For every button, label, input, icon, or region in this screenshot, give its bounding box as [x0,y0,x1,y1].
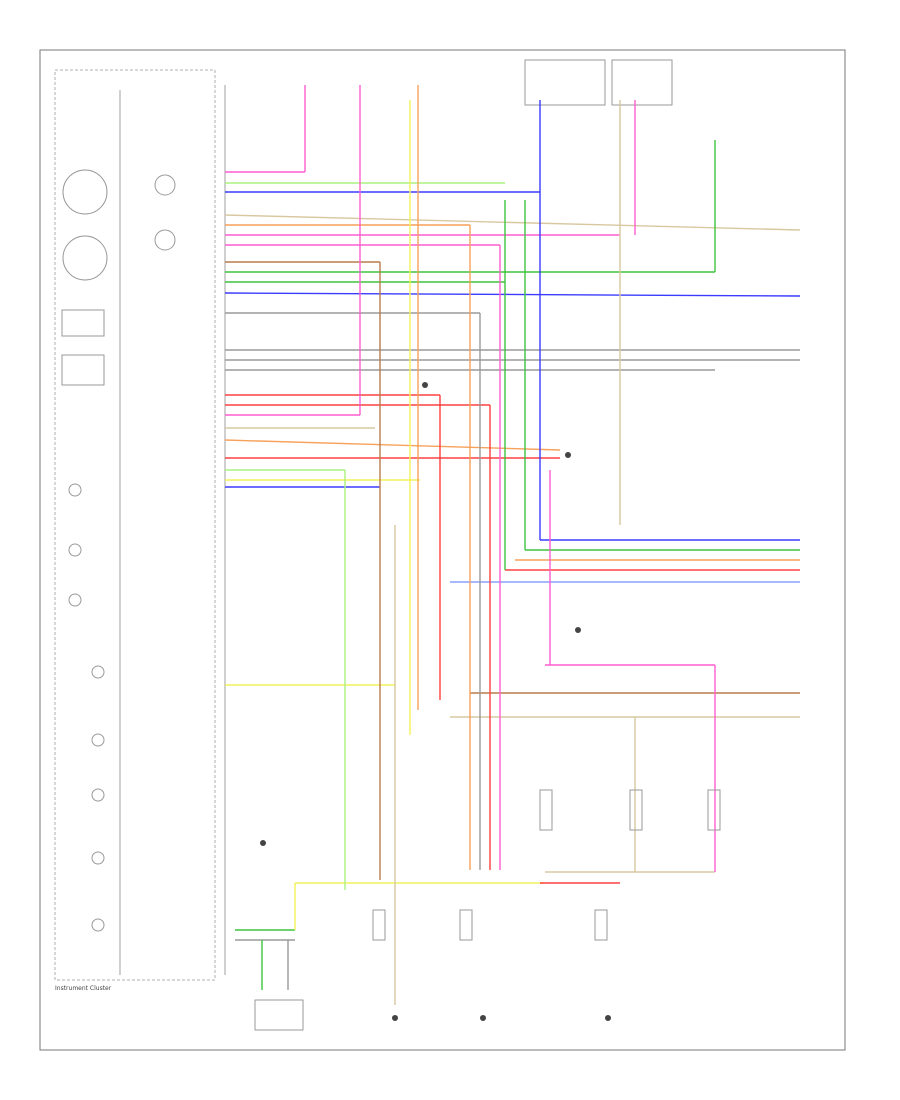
splice-point-icon [565,452,571,458]
indicator-lamp-icon [68,483,82,497]
splice-point-icon [575,627,581,633]
trip-computer-icon [61,309,105,337]
ground-point-icon [392,1015,398,1021]
fuel-gauge-icon [154,229,176,251]
instrument-cluster-box [54,69,216,981]
fuse-relay-box-icon [524,59,606,106]
fuse-relay-box-icon [611,59,673,106]
coolant-temp-gauge-icon [154,174,176,196]
ground-point-icon [480,1015,486,1021]
switch-component-icon [372,909,386,941]
indicator-lamp-icon [68,593,82,607]
module-box-icon [254,999,304,1031]
indicator-lamp-icon [91,851,105,865]
ground-point-icon [605,1015,611,1021]
tachometer-gauge-icon [62,169,108,215]
wire-bundle [224,171,801,941]
indicator-lamp-icon [91,918,105,932]
wire-vertical-bundle [261,85,716,1005]
sensor-component-icon [539,789,553,831]
sensor-component-icon [594,909,608,941]
sensor-component-icon [707,789,721,831]
speedometer-gauge-icon [62,235,108,281]
switch-component-icon [459,909,473,941]
sensor-component-icon [629,789,643,831]
splice-point-icon [260,840,266,846]
indicator-lamp-icon [91,733,105,747]
diagram-frame [39,49,846,1051]
diagram-title: Instrument Cluster [55,985,112,992]
splice-point-icon [422,382,428,388]
indicator-lamp-icon [91,665,105,679]
indicator-lamp-icon [91,788,105,802]
display-module-icon [61,354,105,386]
indicator-lamp-icon [68,543,82,557]
